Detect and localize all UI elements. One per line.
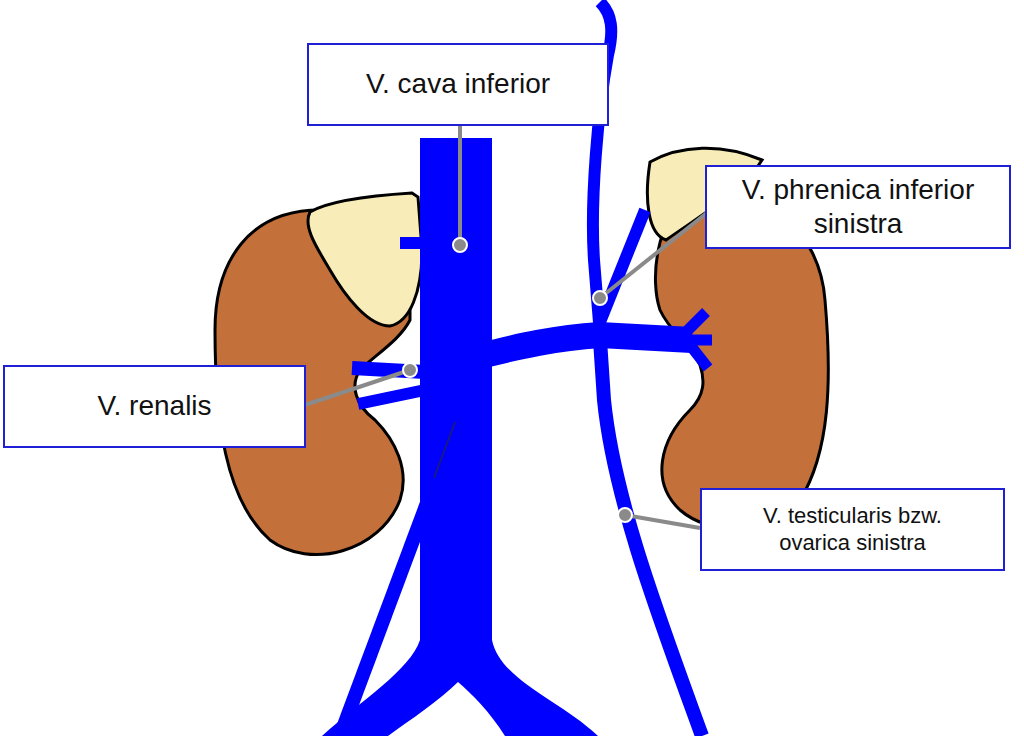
vessel-label: V. phrenica inferior sinistra [719, 173, 997, 241]
leader-dot [593, 291, 607, 305]
left-gonadal-vein [600, 340, 702, 736]
left-renal-vein [480, 335, 692, 356]
leader-line [305, 370, 410, 405]
leader-line [600, 212, 708, 298]
vessel-label: V. renalis [97, 389, 211, 423]
leader-dots [403, 238, 632, 522]
leader-dot [453, 238, 467, 252]
leader-dot [618, 508, 632, 522]
leader-line [625, 515, 700, 528]
right-renal-vein [358, 390, 425, 404]
vessel-label: V. testicularis bzw. ovarica sinistra [732, 503, 973, 557]
label-box: V. phrenica inferior sinistra [705, 165, 1011, 249]
renal-branch [690, 345, 708, 368]
leader-dot [403, 363, 417, 377]
renal-branch [680, 312, 706, 338]
right-gonadal-vein [340, 420, 458, 736]
label-box: V. testicularis bzw. ovarica sinistra [700, 488, 1005, 571]
label-box: V. renalis [3, 365, 306, 448]
label-box: V. cava inferior [307, 43, 609, 126]
vessel-label: V. cava inferior [366, 67, 550, 101]
leader-line [458, 125, 462, 245]
vein-contour [434, 422, 455, 478]
adrenal-gland [308, 193, 422, 326]
leader-lines [305, 125, 708, 528]
